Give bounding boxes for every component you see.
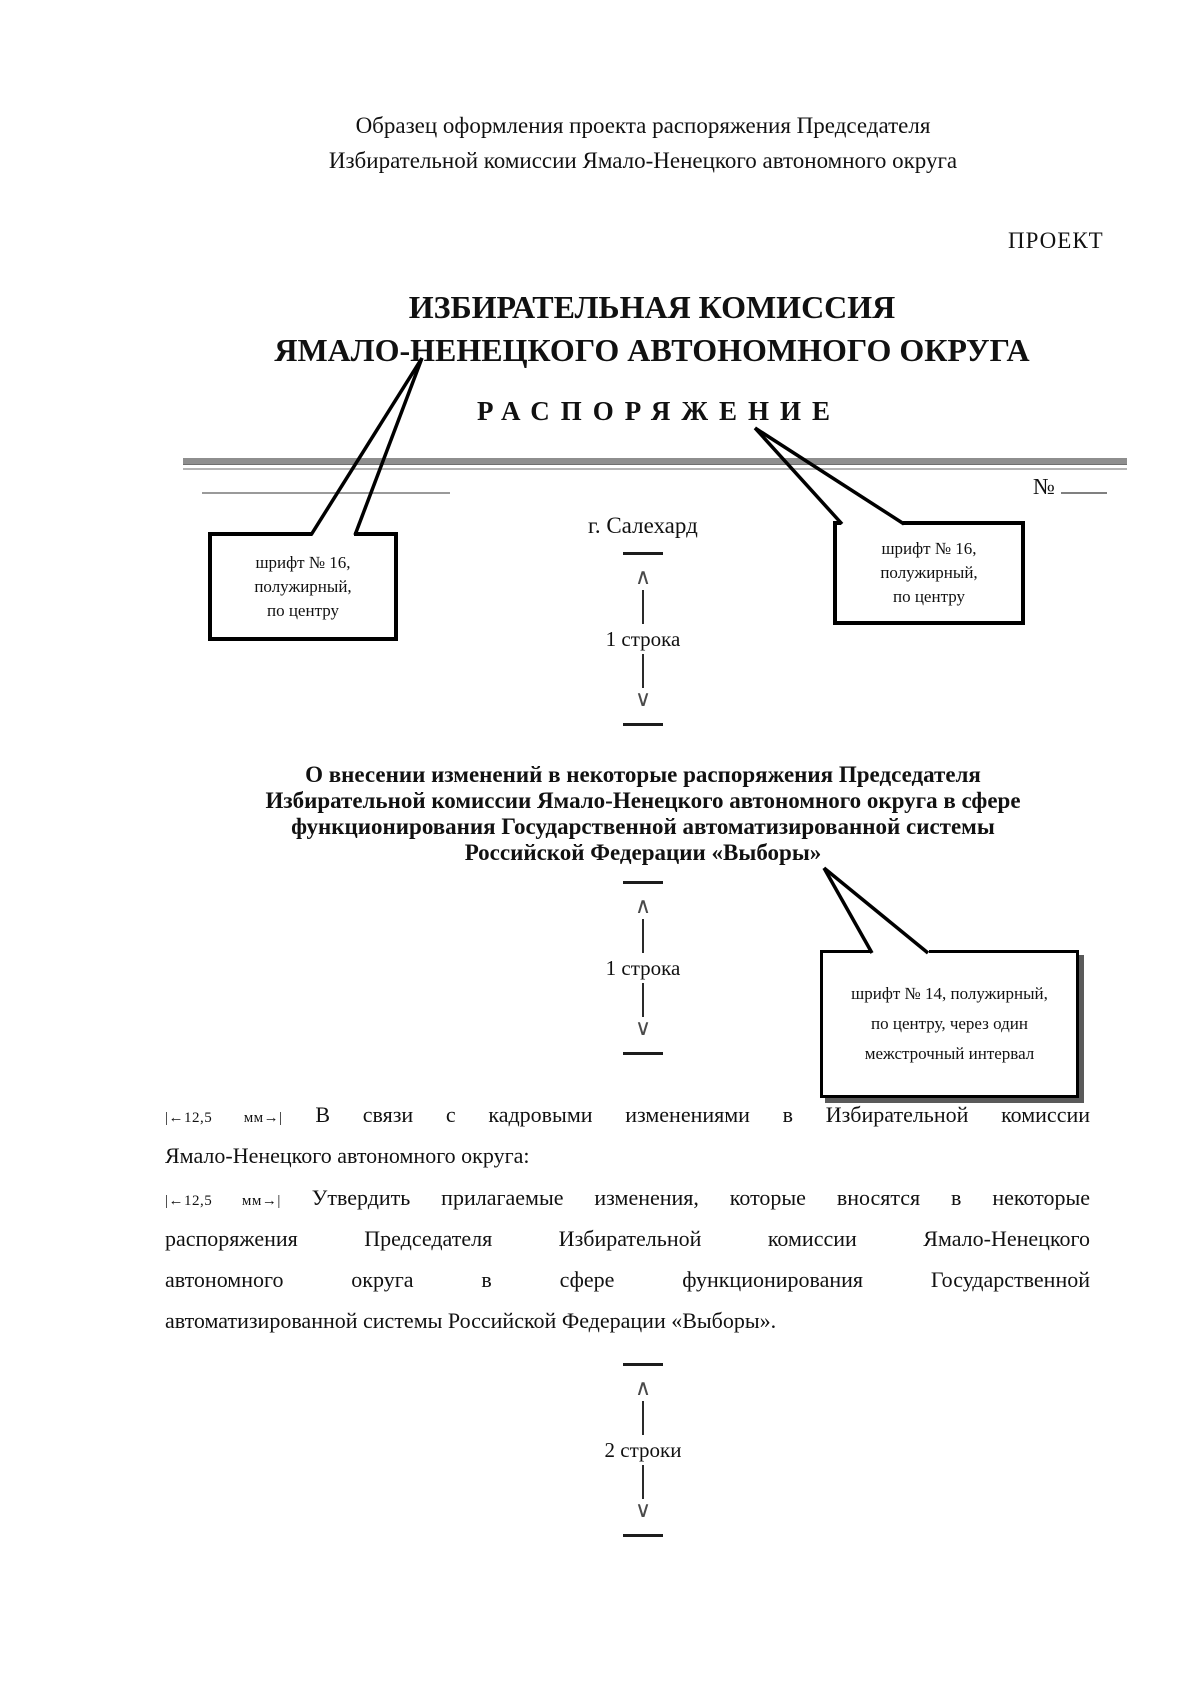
spacing-line [642, 919, 644, 953]
callout-line: полужирный, [254, 576, 352, 596]
number-field: № [1033, 472, 1107, 500]
body-paragraph2-line1: |←12,5 мм→| Утвердить прилагаемые измене… [165, 1178, 1090, 1220]
body-paragraph1-line2: Ямало-Ненецкого автономного округа: [165, 1136, 1090, 1178]
organization-title: ИЗБИРАТЕЛЬНАЯ КОМИССИЯ ЯМАЛО-НЕНЕЦКОГО А… [52, 286, 1200, 372]
callout-line: по центру [892, 587, 965, 606]
chevron-down-icon: ∨ [634, 1016, 652, 1041]
spacing-marker-1: ∧ 1 строка ∨ [573, 552, 713, 726]
callout-needle-line [754, 426, 905, 526]
chevron-up-icon: ∧ [634, 565, 652, 590]
draft-label: ПРОЕКТ [1008, 228, 1104, 253]
callout-line: шрифт № 14, полужирный, [851, 984, 1048, 1003]
city-label: г. Салехард [588, 513, 698, 538]
body-text: В связи с кадровыми изменениями в Избира… [315, 1102, 1090, 1127]
spacing-line [642, 654, 644, 688]
subject-heading-line4: Российской Федерации «Выборы» [464, 840, 822, 865]
body-paragraph2-line4: автоматизированной системы Российской Фе… [165, 1301, 1090, 1343]
sample-caption: Образец оформления проекта распоряжения … [43, 108, 1200, 178]
chevron-up-icon: ∧ [634, 894, 652, 919]
spacing-line [642, 1401, 644, 1435]
document-type-title: РАСПОРЯЖЕНИЕ [477, 396, 842, 426]
callout-line: шрифт № 16, [881, 539, 977, 558]
indent-marker: |←12,5 мм→| [165, 1193, 281, 1209]
spacing-dash-bottom [623, 1534, 663, 1537]
spacing-dash-top [623, 881, 663, 884]
body-paragraph2-line3: автономного округа в сфере функционирова… [165, 1260, 1090, 1302]
body-paragraph2-line2: распоряжения Председателя Избирательной … [165, 1219, 1090, 1261]
callout-font16-left: шрифт № 16, полужирный, по центру [208, 532, 398, 641]
body-text: автономного округа в сфере функционирова… [165, 1267, 1090, 1292]
organization-title-line2: ЯМАЛО-НЕНЕЦКОГО АВТОНОМНОГО ОКРУГА [274, 332, 1030, 368]
subject-heading-line3: функционирования Государственной автомат… [291, 814, 995, 839]
indent-marker: |←12,5 мм→| [165, 1110, 283, 1126]
callout-line: шрифт № 16, [255, 552, 351, 572]
callout-needle-line [353, 357, 424, 536]
number-sign: № [1033, 474, 1055, 499]
subject-heading-line1: О внесении изменений в некоторые распоря… [305, 762, 981, 787]
sample-caption-line1: Образец оформления проекта распоряжения … [355, 113, 931, 138]
callout-needle-line [309, 357, 424, 536]
callout-needle-line [822, 867, 874, 954]
spacing-label: 1 строка [605, 627, 681, 651]
callout-line: полужирный, [880, 563, 978, 582]
spacing-dash-top [623, 552, 663, 555]
sample-caption-line2: Избирательной комиссии Ямало-Ненецкого а… [328, 148, 958, 173]
number-blank-line [1060, 472, 1107, 494]
body-text: автоматизированной системы Российской Фе… [165, 1308, 777, 1333]
spacing-dash-top [623, 1363, 663, 1366]
spacing-line [642, 590, 644, 624]
spacing-line [642, 983, 644, 1017]
spacing-marker-3: ∧ 2 строки ∨ [573, 1363, 713, 1537]
date-blank-line [202, 492, 450, 494]
spacing-dash-bottom [623, 1052, 663, 1055]
subject-heading: О внесении изменений в некоторые распоря… [43, 762, 1200, 866]
callout-line: по центру [266, 600, 339, 620]
callout-line: по центру, через один [871, 1014, 1028, 1033]
callout-font16-right: шрифт № 16, полужирный, по центру [833, 521, 1025, 625]
chevron-up-icon: ∧ [634, 1376, 652, 1401]
spacing-label: 1 строка [605, 956, 681, 980]
chevron-down-icon: ∨ [634, 687, 652, 712]
body-text: Утвердить прилагаемые изменения, которые… [311, 1185, 1090, 1210]
body-text: Ямало-Ненецкого автономного округа: [165, 1143, 530, 1168]
callout-needle-line [753, 426, 844, 526]
body-text: распоряжения Председателя Избирательной … [165, 1226, 1090, 1251]
header-rule-thin [183, 468, 1127, 470]
spacing-marker-2: ∧ 1 строка ∨ [573, 881, 713, 1055]
header-rule-thick [183, 458, 1127, 465]
organization-title-line1: ИЗБИРАТЕЛЬНАЯ КОМИССИЯ [408, 289, 896, 325]
spacing-line [642, 1465, 644, 1499]
callout-needle-line [822, 866, 930, 955]
callout-line: межстрочный интервал [864, 1044, 1035, 1063]
spacing-label: 2 строки [604, 1438, 682, 1462]
subject-heading-line2: Избирательной комиссии Ямало-Ненецкого а… [265, 788, 1021, 813]
callout-font14: шрифт № 14, полужирный, по центру, через… [820, 950, 1079, 1098]
chevron-down-icon: ∨ [634, 1498, 652, 1523]
spacing-dash-bottom [623, 723, 663, 726]
body-paragraph1-line1: |←12,5 мм→| В связи с кадровыми изменени… [165, 1095, 1090, 1137]
